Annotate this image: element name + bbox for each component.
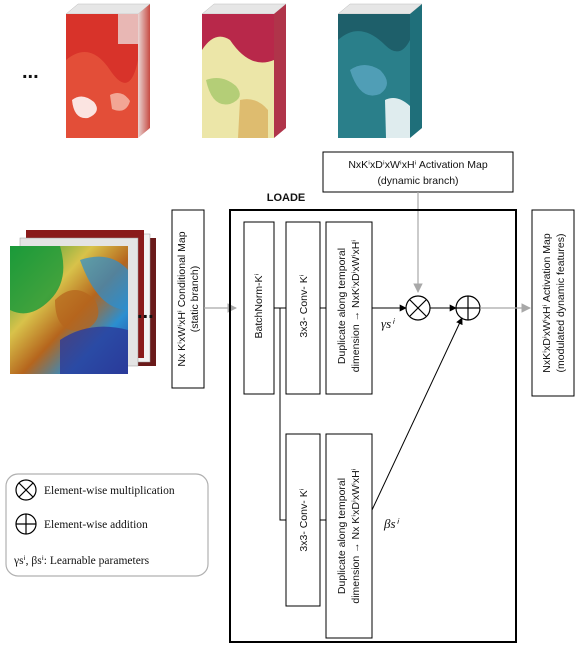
multiply-circle-icon (405, 295, 431, 321)
conditional-map-line2: (static branch) (189, 266, 201, 333)
loade-box (229, 209, 517, 643)
activation-out-box (531, 209, 575, 397)
dup-top-line2: dimension → NxKⁱxDⁱxWⁱxHⁱ (350, 240, 362, 372)
legend-params: γsⁱ, βsⁱ: Learnable parameters (13, 554, 150, 567)
map-stack (10, 230, 156, 374)
legend-multiply-icon (15, 479, 37, 501)
activation-out-line1: NxKⁱxDⁱxWⁱxHⁱ Activation Map (541, 233, 553, 373)
legend-multiplication: Element-wise multiplication (44, 485, 175, 497)
dup-bottom-box (325, 433, 373, 639)
dup-top-line1: Duplicate along temporal (336, 248, 348, 364)
dup-bottom-line2: dimension → Nx KⁱxDⁱxWⁱxHⁱ (350, 468, 362, 603)
conditional-map-box (171, 209, 205, 389)
batchnorm-label: BatchNorm-Kⁱ (253, 273, 265, 338)
batchnorm-box (243, 221, 275, 395)
cube-terrain (201, 3, 287, 138)
activation-top-line1: NxKⁱxDⁱxWⁱxHⁱ Activation Map (348, 159, 488, 171)
activation-out-line2: (modulated dynamic features) (555, 234, 567, 373)
conn-bn-conv-bottom (279, 308, 286, 521)
conv-top-label: 3x3- Conv- Kⁱ (298, 274, 310, 337)
dup-top-box (325, 221, 373, 395)
legend-add-icon (15, 513, 37, 535)
dup-bottom-line1: Duplicate along temporal (336, 478, 348, 594)
conv-top-box (285, 221, 321, 395)
cube-ocean (337, 3, 423, 138)
conditional-map-line1: Nx KⁱxWⁱxHⁱ Conditional Map (176, 231, 188, 366)
loade-title: LOADE (267, 192, 306, 204)
activation-top-line2: (dynamic branch) (377, 175, 458, 187)
ellipsis-top: ... (22, 61, 39, 83)
beta-line (371, 317, 463, 511)
cube-heat-red (65, 3, 151, 138)
gamma-label: γsⁱ (381, 316, 395, 331)
legend-box (5, 473, 209, 577)
activation-top-box (322, 151, 514, 193)
conv-bottom-label: 3x3- Conv- Kⁱ (298, 488, 310, 551)
ellipsis-middle: ... (137, 301, 154, 323)
add-circle-icon (455, 295, 481, 321)
legend-addition: Element-wise addition (44, 519, 148, 531)
beta-label: βsⁱ (383, 516, 400, 531)
